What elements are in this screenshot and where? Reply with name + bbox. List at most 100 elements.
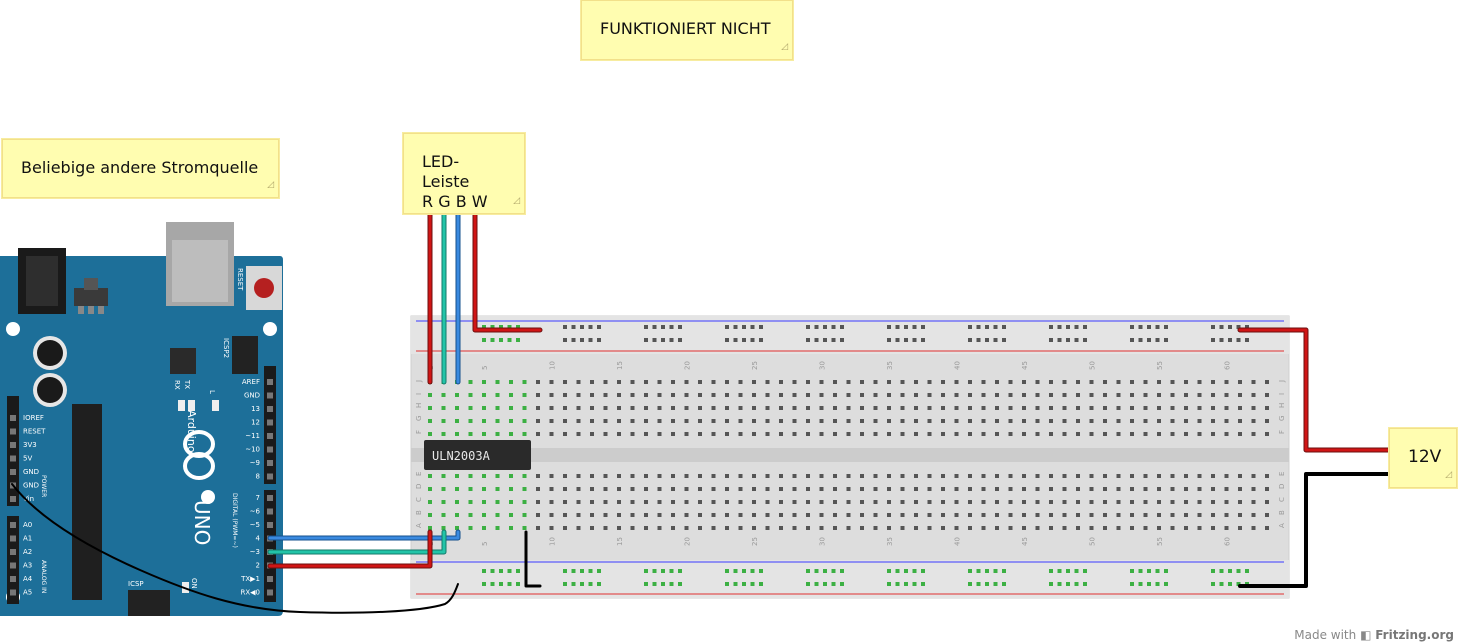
breadboard-hole — [779, 432, 783, 436]
breadboard-hole — [522, 380, 527, 384]
breadboard-hole — [536, 419, 540, 423]
breadboard-hole — [549, 474, 554, 478]
breadboard-hole — [1049, 487, 1053, 491]
breadboard-hole — [495, 513, 500, 517]
breadboard-hole — [1049, 500, 1053, 504]
header-pin — [10, 562, 16, 569]
digital-pin-label: ~10 — [245, 446, 260, 454]
breadboard-hole — [630, 406, 635, 410]
rail-hole — [725, 325, 729, 329]
breadboard-hole — [468, 406, 473, 410]
breadboard-hole — [968, 513, 972, 517]
rail-hole — [644, 338, 648, 342]
rail-hole — [1057, 338, 1062, 342]
breadboard-hole — [968, 393, 972, 397]
breadboard-hole — [536, 513, 540, 517]
digital-pin-label: 7 — [256, 494, 260, 502]
rail-hole — [1002, 325, 1006, 329]
breadboard-hole — [941, 526, 945, 530]
icsp2-label: ICSP2 — [222, 338, 230, 358]
rail-hole — [678, 569, 682, 573]
column-number: 15 — [616, 361, 624, 370]
rail-hole — [1236, 569, 1241, 573]
breadboard-hole — [603, 513, 608, 517]
rail-hole — [571, 338, 576, 342]
breadboard-hole — [806, 513, 810, 517]
breadboard-hole — [698, 513, 702, 517]
arduino-uno-board[interactable]: RESET ICSP2 RX TX L Arduino UNO AREFGND1… — [0, 222, 283, 616]
breadboard-hole — [887, 474, 891, 478]
row-letter: H — [415, 403, 423, 408]
analog-pin-label: A1 — [23, 535, 32, 543]
rail-hole — [669, 338, 674, 342]
breadboard-hole — [725, 419, 729, 423]
breadboard-hole — [968, 406, 972, 410]
breadboard-hole — [563, 487, 567, 491]
breadboard-hole — [657, 526, 662, 530]
rail-hole — [968, 338, 972, 342]
rail-hole — [831, 582, 836, 586]
breadboard-hole — [563, 380, 567, 384]
breadboard-hole — [779, 487, 783, 491]
breadboard-hole — [657, 487, 662, 491]
breadboard-hole — [657, 432, 662, 436]
breadboard-hole — [1035, 474, 1040, 478]
column-number: 30 — [819, 537, 827, 546]
breadboard-hole — [819, 487, 824, 491]
rail-hole — [904, 325, 908, 329]
breadboard-hole — [509, 419, 513, 423]
breadboard-hole — [630, 500, 635, 504]
breadboard-hole — [1076, 487, 1080, 491]
fritzing-footer[interactable]: Made with ◧ Fritzing.org — [1294, 628, 1454, 642]
breadboard-hole — [954, 526, 959, 530]
breadboard-hole — [1211, 393, 1215, 397]
breadboard-hole — [1130, 487, 1134, 491]
breadboard-hole — [1076, 419, 1080, 423]
rail-hole — [831, 338, 836, 342]
digital-pin-label: 2 — [256, 562, 260, 570]
row-letter: C — [415, 497, 423, 502]
breadboard-hole — [1184, 513, 1188, 517]
rail-hole — [904, 569, 908, 573]
breadboard-hole — [1049, 432, 1053, 436]
rail-hole — [571, 582, 576, 586]
breadboard-hole — [1130, 406, 1134, 410]
breadboard-hole — [860, 432, 864, 436]
breadboard-hole — [941, 393, 945, 397]
breadboard-hole — [1251, 393, 1256, 397]
breadboard-hole — [792, 474, 797, 478]
breadboard-hole — [1157, 500, 1161, 504]
breadboard-hole — [819, 526, 824, 530]
breadboard-hole — [860, 513, 864, 517]
power-header — [7, 396, 19, 506]
column-number: 35 — [886, 361, 894, 370]
breadboard-hole — [995, 500, 999, 504]
rail-hole — [563, 325, 567, 329]
rail-hole — [887, 325, 891, 329]
breadboard-hole — [833, 406, 837, 410]
breadboard-hole — [1170, 393, 1175, 397]
rail-hole — [1138, 569, 1143, 573]
breadboard-hole — [887, 380, 891, 384]
uln2003a-chip[interactable]: ULN2003A — [424, 440, 531, 470]
breadboard-hole — [441, 474, 446, 478]
row-letter: B — [1278, 510, 1286, 515]
breadboard-hole — [1265, 432, 1269, 436]
rail-hole — [1066, 325, 1070, 329]
breadboard-hole — [981, 432, 986, 436]
rail-hole — [742, 582, 746, 586]
breadboard-hole — [684, 487, 689, 491]
breadboard-hole — [455, 526, 459, 530]
breadboard-hole — [711, 432, 716, 436]
breadboard-hole — [914, 526, 918, 530]
breadboard-hole — [671, 406, 675, 410]
breadboard-hole — [833, 432, 837, 436]
rail-hole — [985, 325, 989, 329]
rail-hole — [993, 582, 998, 586]
breadboard-hole — [711, 474, 716, 478]
breadboard-hole — [1251, 380, 1256, 384]
breadboard-hole — [1184, 487, 1188, 491]
breadboard-hole — [711, 513, 716, 517]
breadboard-hole — [1238, 380, 1242, 384]
breadboard-hole — [1197, 487, 1202, 491]
